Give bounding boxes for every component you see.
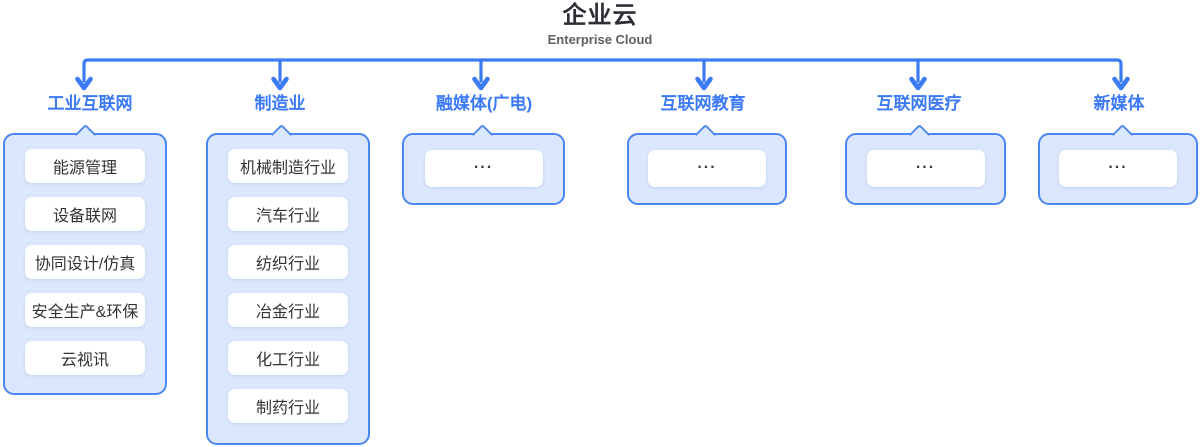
branch-label-internet-education: 互联网教育	[660, 94, 746, 113]
branch-panel-internet-healthcare: ...	[845, 123, 1006, 205]
panel-item-list: ...	[847, 135, 1004, 203]
connector-lines	[75, 58, 1130, 91]
arrowhead-icon	[271, 76, 289, 91]
ellipsis-text: ...	[915, 154, 936, 172]
branch-panel-internet-education: ...	[627, 123, 787, 205]
branch-label-new-media: 新媒体	[1093, 94, 1145, 113]
branch-panel-industrial-internet: 能源管理 设备联网 协同设计/仿真 安全生产&环保 云视讯	[3, 123, 167, 395]
title-block: 企业云 Enterprise Cloud	[0, 2, 1200, 48]
panel-item-list: ...	[404, 135, 563, 203]
panel-item: 设备联网	[25, 197, 145, 231]
panel-item: 机械制造行业	[228, 149, 348, 183]
diagram-title: 企业云	[562, 2, 638, 29]
branch-panel-converged-media: ...	[402, 123, 565, 205]
arrowhead-icon	[695, 76, 713, 91]
panel-item: 化工行业	[228, 341, 348, 375]
arrowhead-icon	[472, 76, 490, 91]
panel-item-ellipsis: ...	[1059, 150, 1177, 187]
panel-item: 云视讯	[25, 341, 145, 375]
panel-item-list: ...	[629, 135, 785, 203]
panel-item: 汽车行业	[228, 197, 348, 231]
panel-item: 安全生产&环保	[25, 293, 145, 327]
arrowhead-icon	[1112, 76, 1130, 91]
trunk-line	[82, 58, 1123, 83]
branch-label-manufacturing: 制造业	[254, 94, 306, 113]
branch-label-industrial-internet: 工业互联网	[47, 94, 133, 113]
branch-label-converged-media: 融媒体(广电)	[435, 94, 533, 113]
diagram-subtitle: Enterprise Cloud	[547, 32, 653, 47]
arrowhead-icon	[909, 76, 927, 91]
branch-label-internet-healthcare: 互联网医疗	[876, 94, 962, 113]
ellipsis-text: ...	[1108, 154, 1128, 172]
arrowhead-icon	[75, 76, 93, 91]
branch-panel-manufacturing: 机械制造行业 汽车行业 纺织行业 冶金行业 化工行业 制药行业	[206, 123, 370, 445]
ellipsis-text: ...	[473, 154, 494, 172]
ellipsis-text: ...	[697, 154, 717, 172]
panel-item: 能源管理	[25, 149, 145, 183]
panel-item: 协同设计/仿真	[25, 245, 145, 279]
panel-item: 制药行业	[228, 389, 348, 423]
panel-item-list: 能源管理 设备联网 协同设计/仿真 安全生产&环保 云视讯	[5, 135, 165, 393]
branch-panel-new-media: ...	[1038, 123, 1198, 205]
panel-item-ellipsis: ...	[648, 150, 766, 187]
panel-item-ellipsis: ...	[424, 150, 543, 187]
panel-item: 纺织行业	[228, 245, 348, 279]
panel-item: 冶金行业	[228, 293, 348, 327]
panel-item-list: 机械制造行业 汽车行业 纺织行业 冶金行业 化工行业 制药行业	[208, 135, 368, 443]
panel-item-list: ...	[1040, 135, 1196, 203]
panel-item-ellipsis: ...	[866, 150, 985, 187]
